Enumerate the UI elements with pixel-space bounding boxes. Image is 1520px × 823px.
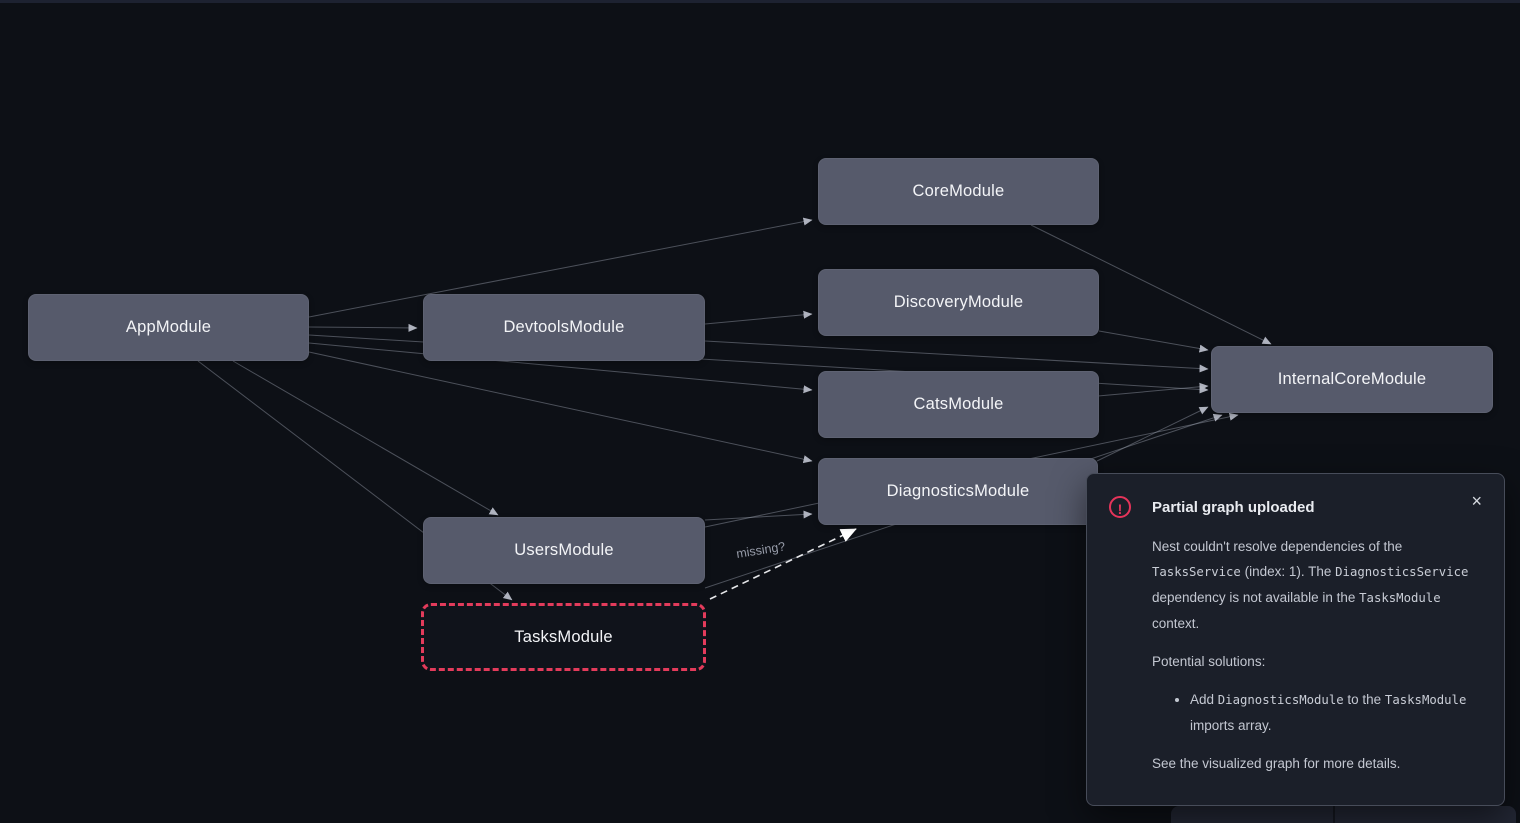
edge-UsersModule-DiagnosticsModule bbox=[704, 510, 813, 521]
node-label: InternalCoreModule bbox=[1277, 370, 1427, 388]
text-run: Add bbox=[1190, 692, 1218, 707]
node-label: UsersModule bbox=[514, 541, 614, 559]
error-panel-body: Nest couldn't resolve dependencies of th… bbox=[1152, 534, 1480, 776]
node-InternalCoreModule[interactable]: InternalCoreModule bbox=[1211, 346, 1493, 413]
node-DiscoveryModule[interactable]: DiscoveryModule bbox=[818, 269, 1099, 336]
edge-AppModule-UsersModule bbox=[232, 360, 499, 516]
node-CoreModule[interactable]: CoreModule bbox=[818, 158, 1099, 225]
error-panel-header: ! Partial graph uploaded bbox=[1109, 496, 1480, 518]
panel-paragraph: Nest couldn't resolve dependencies of th… bbox=[1152, 534, 1480, 636]
panel-paragraph: Potential solutions: bbox=[1152, 649, 1480, 674]
node-UsersModule[interactable]: UsersModule bbox=[423, 517, 705, 584]
text-run: Nest couldn't resolve dependencies of th… bbox=[1152, 539, 1403, 554]
edge-CoreModule-InternalCoreModule bbox=[1030, 224, 1272, 345]
edge-TasksModule-DiagnosticsModule bbox=[709, 528, 857, 600]
top-border-strip bbox=[0, 0, 1520, 3]
code-token: DiagnosticsModule bbox=[1217, 693, 1344, 707]
node-TasksModule[interactable]: TasksModule bbox=[421, 603, 706, 671]
edge-label-missing: missing? bbox=[735, 539, 786, 561]
edge-DiagnosticsModule-InternalCoreModule bbox=[1096, 406, 1209, 462]
node-label: DevtoolsModule bbox=[503, 318, 625, 336]
node-DevtoolsModule[interactable]: DevtoolsModule bbox=[423, 294, 705, 361]
code-token: DiagnosticsService bbox=[1335, 565, 1469, 579]
text-run: Potential solutions: bbox=[1152, 654, 1266, 669]
edge-DevtoolsModule-DiscoveryModule bbox=[704, 310, 813, 325]
text-run: to the bbox=[1343, 692, 1385, 707]
node-label: AppModule bbox=[125, 318, 212, 336]
text-run: (index: 1). The bbox=[1240, 564, 1336, 579]
node-AppModule[interactable]: AppModule bbox=[28, 294, 309, 361]
edge-CatsModule-InternalCoreModule bbox=[1097, 382, 1209, 397]
node-label: DiagnosticsModule bbox=[886, 482, 1030, 500]
code-token: TasksService bbox=[1152, 565, 1241, 579]
edge-DevtoolsModule-InternalCoreModule bbox=[704, 340, 1209, 373]
edge-DiscoveryModule-InternalCoreModule bbox=[1098, 330, 1209, 353]
error-panel-title: Partial graph uploaded bbox=[1152, 498, 1315, 516]
canvas-controls-bar[interactable] bbox=[1171, 806, 1516, 823]
edge-AppModule-CatsModule bbox=[308, 342, 813, 394]
close-icon[interactable]: × bbox=[1471, 491, 1482, 511]
solutions-list: Add DiagnosticsModule to the TasksModule… bbox=[1152, 687, 1480, 738]
panel-paragraph: See the visualized graph for more detail… bbox=[1152, 751, 1480, 776]
edge-AppModule-CoreModule bbox=[308, 217, 813, 318]
text-run: See the visualized graph for more detail… bbox=[1152, 756, 1401, 771]
node-CatsModule[interactable]: CatsModule bbox=[818, 371, 1099, 438]
controls-divider bbox=[1333, 806, 1335, 823]
node-label: DiscoveryModule bbox=[893, 293, 1024, 311]
node-label: CoreModule bbox=[912, 182, 1005, 200]
node-DiagnosticsModule[interactable]: DiagnosticsModule bbox=[818, 458, 1098, 525]
text-run: imports array. bbox=[1190, 718, 1272, 733]
code-token: TasksModule bbox=[1384, 693, 1467, 707]
bullet-item: Add DiagnosticsModule to the TasksModule… bbox=[1190, 687, 1480, 738]
node-label: CatsModule bbox=[913, 395, 1004, 413]
error-circle-icon: ! bbox=[1109, 496, 1131, 518]
text-run: dependency is not available in the bbox=[1152, 590, 1360, 605]
edge-AppModule-DevtoolsModule bbox=[308, 323, 418, 332]
edge-AppModule-DiagnosticsModule bbox=[308, 351, 813, 464]
partial-graph-error-panel: ! Partial graph uploaded × Nest couldn't… bbox=[1086, 473, 1505, 806]
text-run: context. bbox=[1152, 616, 1200, 631]
code-token: TasksModule bbox=[1359, 591, 1441, 605]
node-label: TasksModule bbox=[514, 627, 613, 646]
